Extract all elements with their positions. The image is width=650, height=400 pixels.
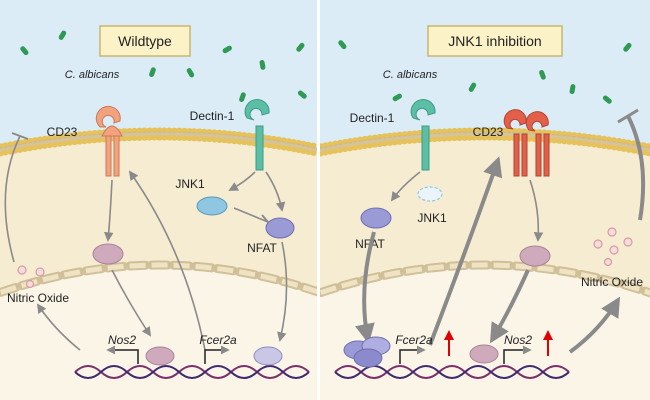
candida-cells — [338, 40, 632, 104]
jnk1-kinase — [196, 196, 228, 216]
nos2-protein-cytoplasm — [92, 243, 124, 265]
nos2-protein-cytoplasm — [519, 245, 551, 267]
cd23-label: CD23 — [47, 125, 78, 139]
panel-title: Wildtype — [118, 33, 172, 49]
nuclear-envelope — [320, 260, 650, 298]
cell-membrane — [320, 127, 650, 157]
fcer2a-gene-label: Fcer2a — [395, 333, 433, 347]
cd23-receptor — [95, 105, 123, 177]
signaling-arrows — [355, 108, 646, 354]
fcer2a-promoter-arrow — [204, 345, 230, 364]
jnk1-label: JNK1 — [417, 211, 447, 225]
pathogen-label: C. albicans — [65, 69, 120, 81]
nos2-promoter-arrow — [106, 345, 139, 364]
panel-jnk1-inhibition: JNK1 inhibition C. albicans Dectin-1 CD2… — [320, 0, 650, 400]
cd23-label: CD23 — [473, 125, 504, 139]
panel-divider — [317, 0, 320, 400]
candida-cells — [20, 30, 307, 103]
cd23-receptor-upregulated — [503, 109, 550, 177]
panel-wildtype: Wildtype C. albicans CD23 Dectin-1 — [0, 0, 317, 400]
nitric-oxide-dots — [593, 227, 633, 267]
dectin1-receptor — [244, 99, 270, 171]
dna-helix — [74, 365, 310, 379]
nos2-tf-bound — [145, 346, 175, 366]
nfat-factor — [265, 217, 295, 239]
dectin1-label: Dectin-1 — [350, 111, 395, 125]
jnk1-kinase-inhibited — [417, 186, 443, 202]
nos2-gene-label: Nos2 — [504, 333, 532, 347]
signaling-arrows — [4, 132, 288, 351]
nitric-oxide-label: Nitric Oxide — [7, 291, 69, 305]
nos2-promoter-arrow — [503, 345, 532, 364]
nfat-bound — [253, 346, 283, 366]
nos2-gene-label: Nos2 — [108, 333, 136, 347]
pathogen-label: C. albicans — [383, 69, 438, 81]
fcer2a-promoter-arrow — [399, 345, 426, 364]
dectin1-label: Dectin-1 — [190, 109, 235, 123]
panel-title-box — [427, 25, 563, 57]
extracellular-space — [0, 0, 317, 150]
nfat-factor — [360, 207, 392, 229]
extracellular-space — [320, 0, 650, 150]
nfat-label: NFAT — [247, 241, 277, 255]
cell-membrane — [0, 127, 317, 157]
panel-title: JNK1 inhibition — [448, 33, 541, 49]
jnk1-label: JNK1 — [175, 177, 205, 191]
dectin1-receptor — [410, 99, 436, 171]
panel-title-box — [99, 25, 191, 57]
nucleus — [0, 265, 317, 400]
nitric-oxide-label: Nitric Oxide — [581, 275, 643, 289]
nitric-oxide-dots — [17, 265, 45, 289]
nfat-bound-cluster — [343, 336, 391, 368]
fcer2a-gene-label: Fcer2a — [199, 333, 237, 347]
nos2-tf-bound — [469, 344, 499, 364]
